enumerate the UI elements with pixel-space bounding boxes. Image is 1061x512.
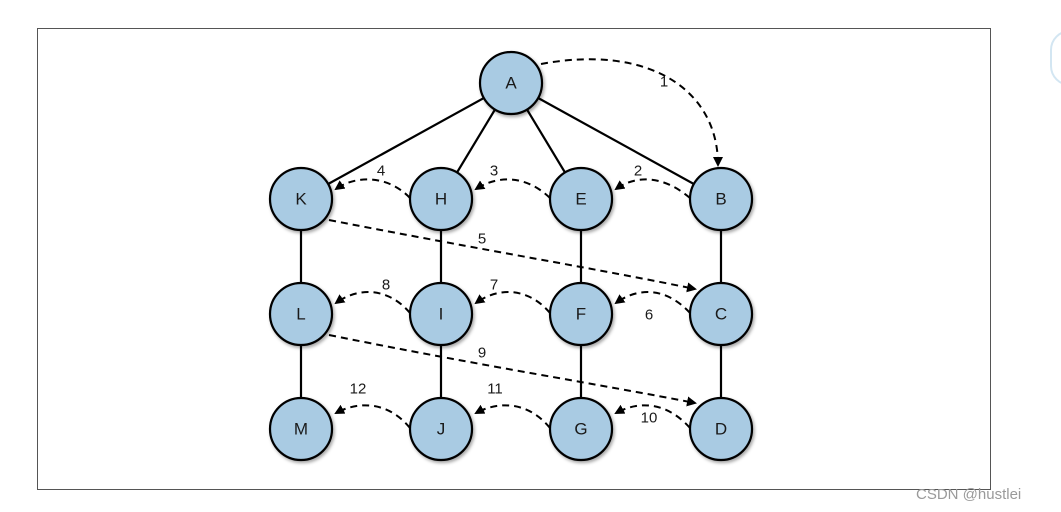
watermark-text: CSDN @hustlei: [916, 486, 1022, 503]
step-label-3: 3: [490, 163, 498, 180]
node-label-m: M: [294, 420, 308, 439]
traversal-arrow-10: [614, 404, 691, 429]
node-circle-m: [268, 396, 334, 462]
node-f: F: [548, 281, 614, 347]
node-label-j: J: [437, 420, 446, 439]
traversal-arrow-1: [540, 58, 723, 167]
node-e: E: [548, 166, 614, 232]
traversal-arrow-5: [328, 219, 697, 293]
step-label-5: 5: [478, 231, 486, 248]
node-circle-g: [548, 396, 614, 462]
step-label-2: 2: [634, 163, 642, 180]
step-label-7: 7: [490, 277, 498, 294]
node-label-h: H: [435, 190, 447, 209]
traversal-arrow-9: [328, 334, 697, 407]
step-label-10: 10: [641, 410, 658, 427]
node-label-l: L: [296, 305, 305, 324]
node-circle-c: [688, 281, 754, 347]
step-label-4: 4: [377, 163, 385, 180]
node-c: C: [688, 281, 754, 347]
traversal-arrow-4: [334, 178, 411, 199]
node-label-a: A: [505, 74, 517, 93]
nodes-layer: A K H E B L I F C M J G D: [268, 50, 754, 462]
node-circle-j: [408, 396, 474, 462]
node-l: L: [268, 281, 334, 347]
node-circle-f: [548, 281, 614, 347]
step-label-8: 8: [382, 277, 390, 294]
traversal-arrow-2: [614, 178, 691, 199]
step-label-6: 6: [645, 307, 653, 324]
node-label-f: F: [576, 305, 586, 324]
node-label-d: D: [715, 420, 727, 439]
node-k: K: [268, 166, 334, 232]
traversal-arrow-8: [334, 291, 411, 314]
traversal-arrow-12: [334, 404, 411, 429]
node-label-g: G: [574, 420, 587, 439]
corner-decoration: [1050, 30, 1061, 86]
edge-a-b: [510, 82, 722, 200]
node-circle-e: [548, 166, 614, 232]
node-circle-h: [408, 166, 474, 232]
node-b: B: [688, 166, 754, 232]
node-label-c: C: [715, 305, 727, 324]
node-circle-b: [688, 166, 754, 232]
step-label-11: 11: [487, 381, 503, 398]
step-label-1: 1: [660, 74, 668, 91]
traversal-arrow-3: [474, 178, 551, 199]
node-label-i: I: [439, 305, 444, 324]
node-circle-k: [268, 166, 334, 232]
traversal-arrow-7: [474, 291, 551, 314]
node-circle-l: [268, 281, 334, 347]
node-label-k: K: [295, 190, 307, 209]
node-j: J: [408, 396, 474, 462]
traversal-arrow-11: [474, 404, 551, 429]
node-circle-i: [408, 281, 474, 347]
step-label-9: 9: [478, 345, 486, 362]
node-label-b: B: [715, 190, 726, 209]
node-i: I: [408, 281, 474, 347]
node-g: G: [548, 396, 614, 462]
edges-layer: [299, 82, 723, 429]
node-circle-d: [688, 396, 754, 462]
node-circle-a: [478, 50, 544, 116]
node-d: D: [688, 396, 754, 462]
traversal-arrow-6: [614, 291, 691, 314]
node-h: H: [408, 166, 474, 232]
step-label-12: 12: [350, 381, 367, 398]
node-a: A: [478, 50, 544, 116]
node-label-e: E: [575, 190, 586, 209]
edge-a-k: [300, 82, 512, 200]
node-m: M: [268, 396, 334, 462]
